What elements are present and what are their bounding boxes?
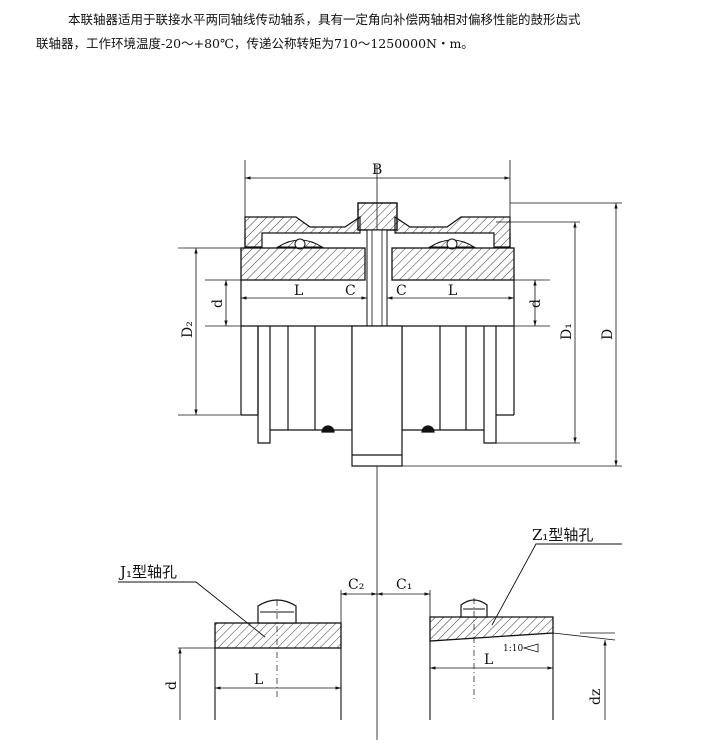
label-j1-l: L: [254, 672, 263, 688]
intro-line-2: 联轴器，工作环境温度-20～+80℃，传递公称转矩为710～1250000N・m…: [36, 36, 474, 51]
label-d1: D₁: [559, 323, 575, 340]
label-b: B: [372, 162, 382, 178]
main-view: [178, 160, 622, 740]
j1-leader: [118, 581, 266, 638]
label-d-right: d: [528, 299, 544, 308]
label-l-right: L: [448, 283, 457, 299]
label-j1: J₁型轴孔: [118, 563, 177, 581]
label-d-left: d: [210, 299, 226, 308]
label-d2: D₂: [180, 321, 196, 338]
z1-hub: [429, 616, 554, 642]
lower-body: [240, 280, 515, 467]
label-dz: dz: [588, 689, 604, 705]
label-z1-l: L: [484, 652, 493, 668]
label-z1: Z₁型轴孔: [532, 526, 593, 544]
label-c1: C₁: [396, 577, 412, 593]
label-d: D: [600, 329, 616, 340]
label-taper: 1:10: [503, 644, 523, 654]
intro-line-1: 本联轴器适用于联接水平两同轴线传动轴系，具有一定角向补偿两轴相对偏移性能的鼓形齿…: [68, 12, 581, 27]
centre-gap: [366, 229, 388, 327]
outer-sleeve-right: [394, 215, 511, 248]
label-c2: C₂: [348, 577, 364, 593]
intro-text: 本联轴器适用于联接水平两同轴线传动轴系，具有一定角向补偿两轴相对偏移性能的鼓形齿…: [36, 8, 716, 56]
detail-view: [118, 543, 622, 720]
label-l-left: L: [294, 283, 303, 299]
label-c-left: C: [345, 283, 356, 299]
label-c-right: C: [396, 283, 407, 299]
centre-flange: [357, 202, 398, 231]
label-j1-d: d: [164, 681, 180, 690]
hub-right: [391, 247, 515, 281]
taper-symbol: [522, 643, 539, 653]
hub-left: [240, 247, 366, 281]
j1-hub: [214, 622, 342, 649]
z1-leader: [491, 543, 622, 626]
